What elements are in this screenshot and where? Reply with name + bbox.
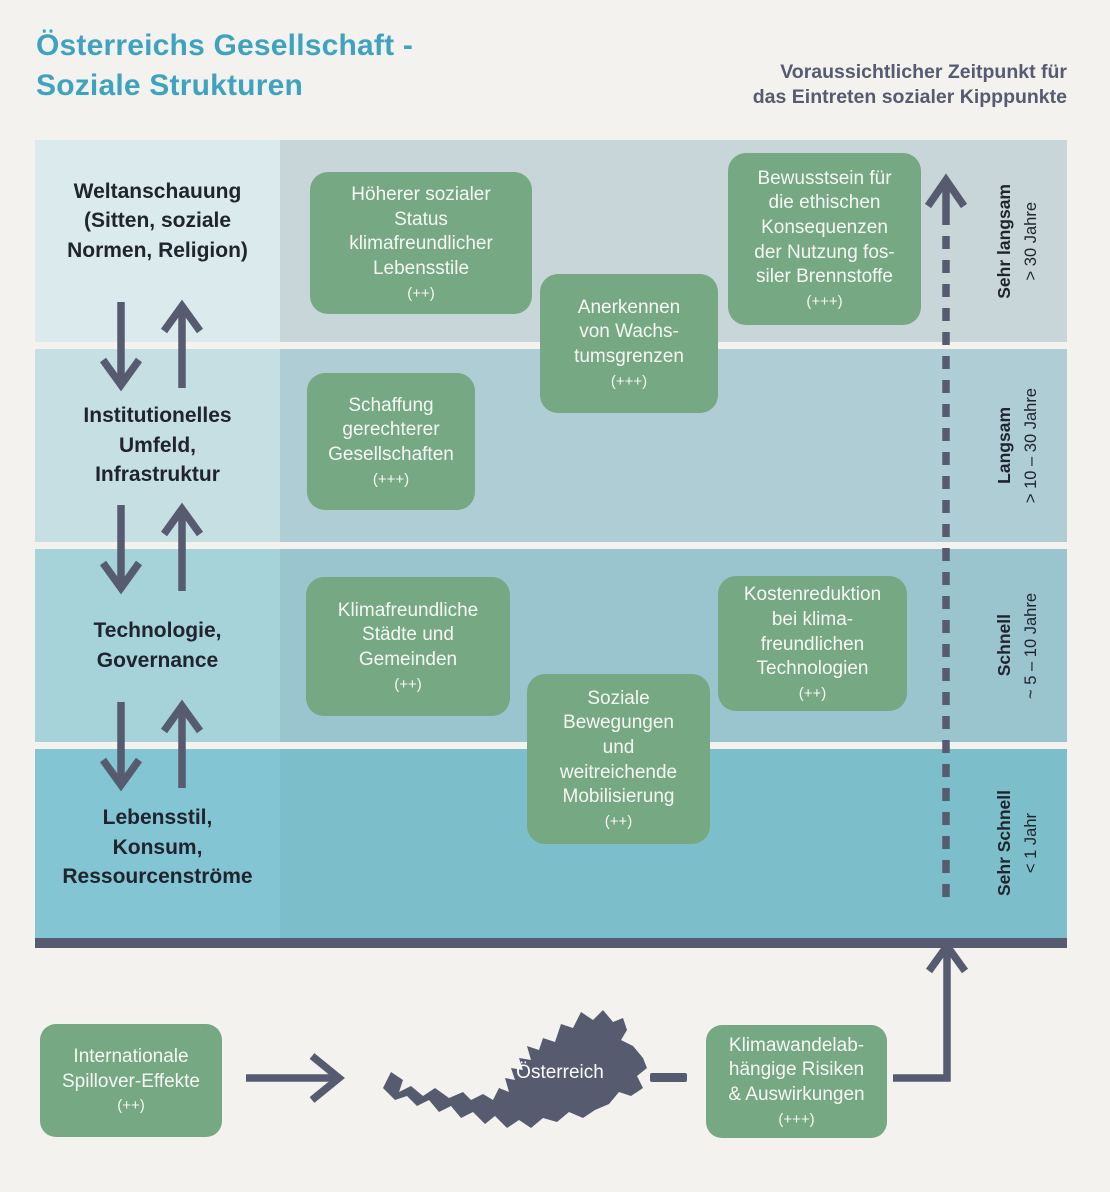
range-label: ~ 5 – 10 Jahre xyxy=(1022,592,1040,699)
range-label: > 10 – 30 Jahre xyxy=(1022,387,1040,504)
tipping-point-box-wachstumsgrenzen: Anerkennen von Wachs- tumsgrenzen (+++) xyxy=(540,274,718,413)
strength-badge: (++) xyxy=(798,685,827,703)
spillover-box: Internationale Spillover-Effekte (++) xyxy=(40,1024,222,1137)
row-label: Weltanschauung (Sitten, soziale Normen, … xyxy=(35,140,280,342)
tipping-point-box-kostenreduktion: Kostenreduktion bei klima- freundlichen … xyxy=(718,576,907,711)
strength-badge: (++) xyxy=(407,284,435,302)
diagram-area: Weltanschauung (Sitten, soziale Normen, … xyxy=(35,140,1067,938)
timeline-dashed-arrow-icon xyxy=(924,173,968,905)
strength-badge: (+++) xyxy=(372,470,410,488)
tipping-point-box-ethische-konsequenzen: Bewusstsein für die ethischen Konsequenz… xyxy=(728,153,921,325)
speed-label-sehr-langsam: Sehr langsam > 30 Jahre xyxy=(965,140,1070,342)
strength-badge: (+++) xyxy=(806,292,843,310)
tipping-point-text: Soziale Bewegungen und weitreichende Mob… xyxy=(559,687,678,808)
risks-box: Klimawandelab- hängige Risiken & Auswirk… xyxy=(706,1025,887,1138)
timeline-heading: Voraussichtlicher Zeitpunkt für das Eint… xyxy=(752,61,1067,109)
speed-name: Sehr langsam xyxy=(994,183,1014,299)
speed-label-sehr-schnell: Sehr Schnell < 1 Jahr xyxy=(965,749,1070,938)
speed-name: Schnell xyxy=(994,614,1014,677)
strength-badge: (+++) xyxy=(610,372,648,390)
range-label: < 1 Jahr xyxy=(1022,813,1040,874)
tipping-point-box-klimafreundliche-staedte: Klimafreundliche Städte und Gemeinden (+… xyxy=(306,577,510,716)
tipping-point-text: Bewusstsein für die ethischen Konsequenz… xyxy=(754,167,895,288)
right-arrow-icon xyxy=(246,1053,345,1103)
strength-badge: (++) xyxy=(117,1097,145,1115)
tipping-point-text: Anerkennen von Wachs- tumsgrenzen xyxy=(574,296,684,368)
bottom-baseline xyxy=(35,938,1067,948)
speed-label-schnell: Schnell ~ 5 – 10 Jahre xyxy=(965,549,1070,742)
tipping-point-box-soziale-bewegungen: Soziale Bewegungen und weitreichende Mob… xyxy=(527,674,710,844)
exchange-arrows-icon xyxy=(99,299,204,392)
row-label: Technologie, Governance xyxy=(35,549,280,742)
tipping-point-text: Schaffung gerechterer Gesellschaften xyxy=(328,394,454,466)
tipping-point-box-gerechtere-gesellschaften: Schaffung gerechterer Gesellschaften (++… xyxy=(307,373,475,510)
exchange-arrows-icon xyxy=(99,699,204,792)
austria-map-label: Österreich xyxy=(516,1062,604,1083)
strength-badge: (+++) xyxy=(778,1110,815,1128)
strength-badge: (++) xyxy=(604,812,633,830)
austria-map: Österreich xyxy=(383,1010,647,1128)
row-lebensstil-konsum: Lebensstil, Konsum, Ressourcenströme xyxy=(35,749,1067,938)
exchange-arrows-icon xyxy=(99,502,204,595)
risks-text: Klimawandelab- hängige Risiken & Auswirk… xyxy=(728,1034,865,1106)
spillover-text: Internationale Spillover-Effekte xyxy=(62,1046,200,1092)
strength-badge: (++) xyxy=(394,675,422,693)
tipping-point-text: Kostenreduktion bei klima- freundlichen … xyxy=(743,584,882,680)
connector-dash xyxy=(650,1073,687,1082)
range-label: > 30 Jahre xyxy=(1022,201,1040,281)
page-title: Österreichs Gesellschaft - Soziale Struk… xyxy=(36,29,414,102)
speed-label-langsam: Langsam > 10 – 30 Jahre xyxy=(965,349,1070,542)
row-label: Lebensstil, Konsum, Ressourcenströme xyxy=(35,749,280,938)
speed-name: Langsam xyxy=(994,407,1014,484)
tipping-point-text: Höherer sozialer Status klimafreundliche… xyxy=(349,183,493,279)
feedback-up-arrow-icon xyxy=(893,940,969,1082)
tipping-point-text: Klimafreundliche Städte und Gemeinden xyxy=(337,599,479,671)
speed-name: Sehr Schnell xyxy=(994,790,1014,897)
row-label: Institutionelles Umfeld, Infrastruktur xyxy=(35,349,280,542)
tipping-point-box-sozialer-status: Höherer sozialer Status klimafreundliche… xyxy=(310,172,532,314)
